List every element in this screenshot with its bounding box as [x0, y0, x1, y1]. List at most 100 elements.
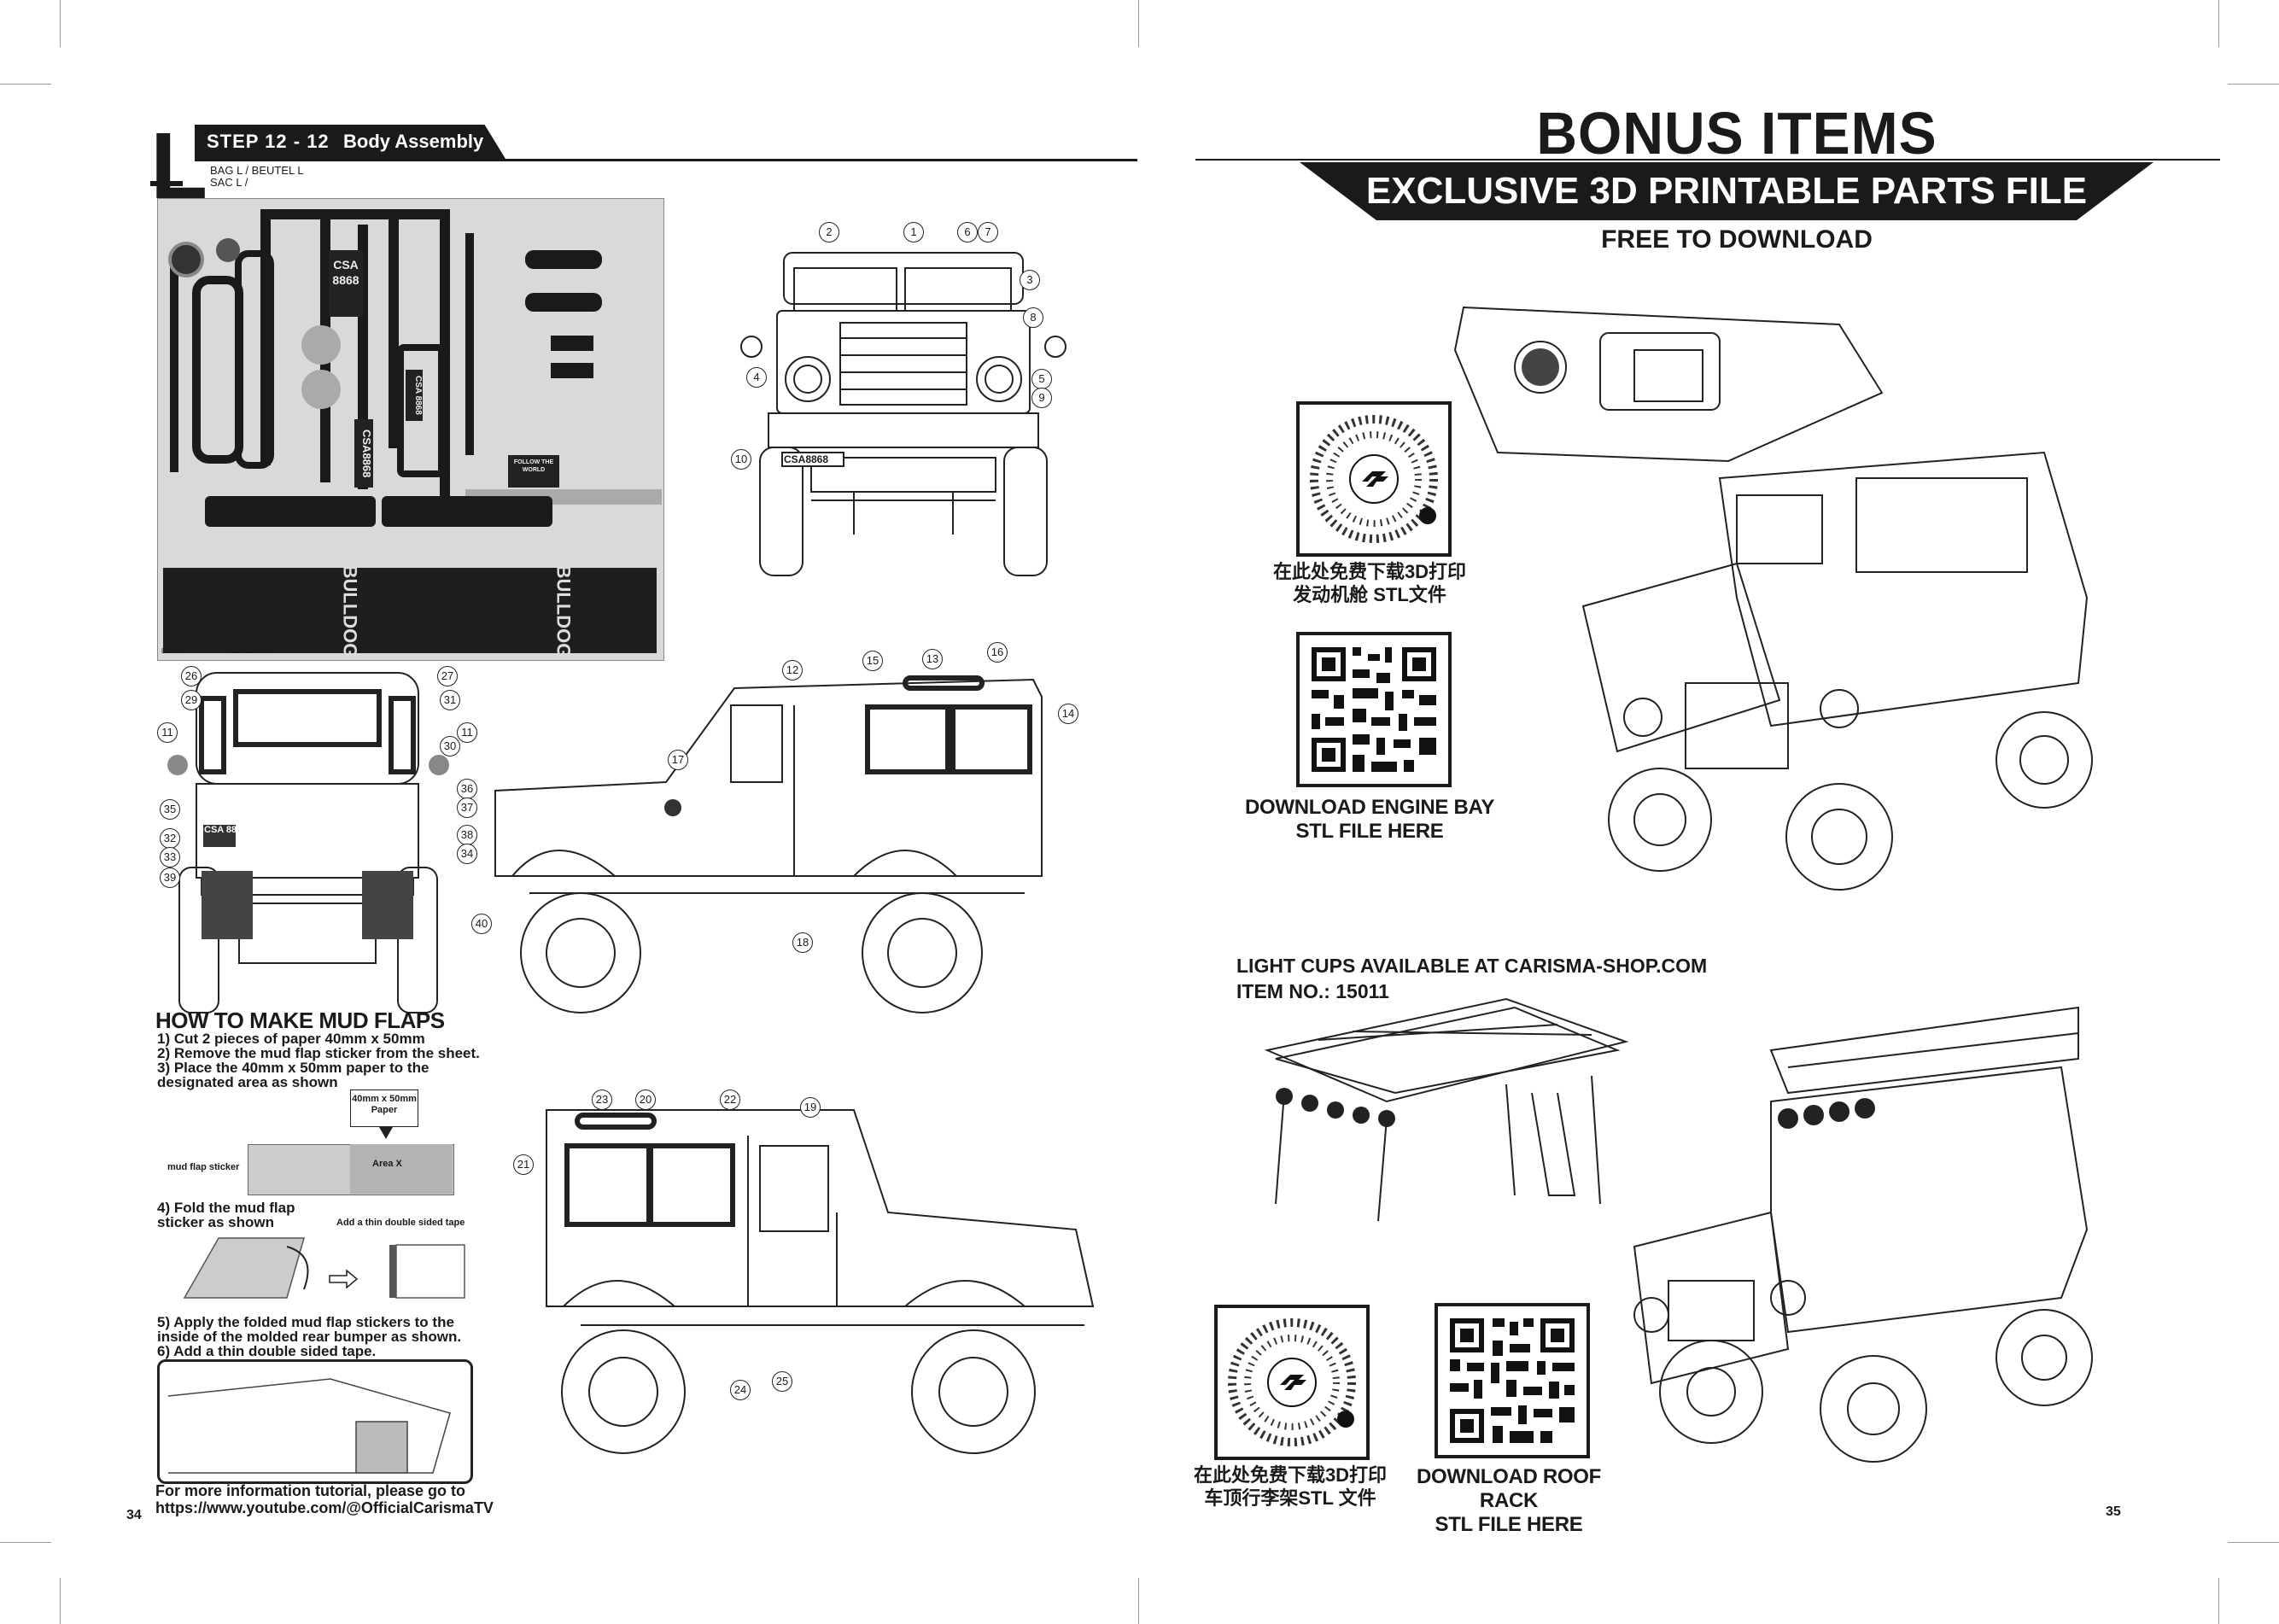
callout: 38 — [457, 825, 477, 845]
left-page: L STEP 12 - 12 Body Assembly BAG L / BEU… — [0, 0, 1139, 1624]
qr-code-engine-cn[interactable] — [1296, 401, 1452, 557]
mud-flaps-title: HOW TO MAKE MUD FLAPS — [155, 1008, 445, 1033]
callout: 20 — [635, 1089, 656, 1110]
callout: 5 — [1031, 369, 1052, 389]
mud-flap-sticker — [382, 496, 552, 527]
rear-plate: CSA 8868 — [204, 825, 248, 835]
side-view-drawing-2 — [546, 1109, 1095, 1454]
qr-code-engine-bay[interactable] — [1296, 632, 1452, 787]
callout: 40 — [471, 914, 492, 934]
truck-roof-rack-drawing — [1633, 1006, 2093, 1463]
callout: 1 — [903, 222, 924, 242]
callout: 6 — [957, 222, 978, 242]
logo-sticker — [525, 250, 602, 269]
paper-label: 40mm x 50mm Paper — [350, 1089, 418, 1127]
crop-mark — [2228, 84, 2279, 85]
crop-mark — [2228, 1542, 2279, 1543]
mud-steps-1-3: 1) Cut 2 pieces of paper 40mm x 50mm 2) … — [157, 1031, 480, 1090]
sticker-sheet: CSA 8868 CSA8868 CSA 8868 FOLLOW THE WOR… — [157, 198, 664, 661]
grey-dot — [301, 325, 341, 365]
step-label: STEP 12 - 12 — [195, 125, 342, 159]
engine-bay-part-drawing — [1453, 306, 1884, 463]
crop-mark — [2218, 0, 2219, 47]
page-number: 34 — [126, 1508, 142, 1522]
light-cups-text: LIGHT CUPS AVAILABLE AT CARISMA-SHOP.COM… — [1236, 955, 1708, 1002]
bulldog-band — [163, 568, 657, 653]
callout: 2 — [819, 222, 839, 242]
callout: 31 — [440, 690, 460, 710]
mud-sticker-label: mud flap sticker — [167, 1162, 240, 1172]
roof-rack-drawing — [1264, 997, 1629, 1222]
callout: 35 — [160, 799, 180, 820]
number-plate: CSA 8868 — [406, 370, 423, 421]
arrow-down-icon — [379, 1127, 393, 1139]
callout: 21 — [513, 1154, 534, 1175]
area-x — [350, 1144, 453, 1194]
number-plate: CSA 8868 — [329, 250, 363, 317]
bonus-title: BONUS ITEMS — [1536, 100, 1937, 166]
side-view-drawing — [494, 675, 1043, 1014]
callout: 33 — [160, 847, 180, 867]
callout: 8 — [1023, 307, 1043, 328]
light-lens — [168, 242, 204, 277]
front-view-drawing — [740, 252, 1066, 576]
callout: 25 — [772, 1371, 792, 1392]
crop-mark — [1138, 1578, 1139, 1624]
bulldog-text: BULLDOG — [552, 564, 575, 658]
logo-sticker — [525, 293, 602, 312]
callout: 36 — [457, 779, 477, 799]
bumper-illustration — [157, 1359, 473, 1484]
free-download: FREE TO DOWNLOAD — [1601, 225, 1873, 254]
tutorial-footer: For more information tutorial, please go… — [155, 1482, 494, 1516]
callout: 16 — [987, 642, 1008, 663]
letter-underline — [150, 181, 183, 186]
callout: 27 — [437, 666, 458, 686]
callout: 13 — [922, 649, 943, 669]
number-plate: CSA8868 — [354, 419, 373, 488]
qr4-caption: DOWNLOAD ROOF RACK STL FILE HERE — [1416, 1465, 1602, 1536]
crop-mark — [1138, 0, 1139, 47]
front-plate: CSA8868 — [784, 453, 829, 465]
crop-mark — [60, 1578, 61, 1624]
callout: 14 — [1058, 704, 1078, 724]
strip — [235, 250, 274, 469]
tape-label: Add a thin double sided tape — [336, 1218, 465, 1228]
follow-sticker: FOLLOW THE WORLD — [508, 455, 559, 488]
qr1-caption-cn: 在此处免费下载3D打印 发动机舱 STL文件 — [1272, 561, 1467, 605]
callout: 34 — [457, 844, 477, 864]
strip — [389, 209, 399, 448]
callout: 24 — [730, 1380, 751, 1400]
page-number: 35 — [2106, 1504, 2121, 1519]
callout: 17 — [668, 750, 688, 770]
step-title: Body Assembly — [331, 125, 505, 159]
crop-mark — [0, 84, 51, 85]
callout: 15 — [862, 651, 883, 671]
mud-step-4: 4) Fold the mud flap sticker as shown — [157, 1200, 295, 1230]
strip — [397, 344, 445, 477]
fold-diagram — [183, 1237, 465, 1299]
exclusive-banner: EXCLUSIVE 3D PRINTABLE PARTS FILE — [1300, 162, 2153, 220]
truck-engine-open-drawing — [1581, 451, 2093, 891]
qr-code-roof-rack[interactable] — [1435, 1303, 1590, 1458]
crop-mark — [0, 1542, 51, 1543]
callout: 3 — [1020, 270, 1040, 290]
strip — [260, 209, 448, 219]
callout: 32 — [160, 828, 180, 849]
sheet-code: 81368 — [161, 647, 181, 655]
rear-view-drawing — [167, 672, 449, 1014]
callout: 7 — [978, 222, 998, 242]
sheet-code: DCC-GC0451 — [226, 647, 269, 655]
callout: 39 — [160, 867, 180, 888]
callout: 12 — [782, 660, 803, 681]
qr3-caption-cn: 在此处免费下载3D打印 车顶行李架STL 文件 — [1193, 1464, 1388, 1509]
youtube-link[interactable]: https://www.youtube.com/@OfficialCarisma… — [155, 1499, 494, 1516]
light-lens — [216, 238, 240, 262]
callout: 9 — [1031, 388, 1052, 408]
strip — [170, 267, 178, 472]
callout: 29 — [181, 690, 202, 710]
qr-code-roof-cn[interactable] — [1214, 1305, 1370, 1460]
area-label: Area X — [372, 1159, 402, 1169]
crop-mark — [2218, 1578, 2219, 1624]
callout: 22 — [720, 1089, 740, 1110]
right-page: BONUS ITEMS EXCLUSIVE 3D PRINTABLE PARTS… — [1139, 0, 2279, 1624]
